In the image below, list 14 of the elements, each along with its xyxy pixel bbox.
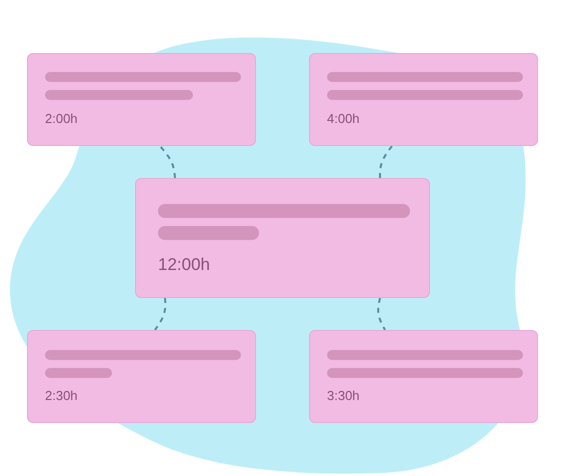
dashed-connector	[159, 145, 176, 178]
task-card	[135, 178, 430, 298]
duration-label: 2:30h	[45, 388, 78, 403]
duration-label: 4:00h	[327, 111, 360, 126]
dashed-connector	[154, 298, 166, 331]
task-card	[27, 53, 256, 146]
task-card	[27, 330, 256, 423]
task-card	[309, 53, 538, 146]
dashed-connector	[377, 298, 386, 330]
dashed-connector	[379, 145, 393, 178]
duration-label: 3:30h	[327, 388, 360, 403]
duration-label: 2:00h	[45, 111, 78, 126]
task-card	[309, 330, 538, 423]
duration-label: 12:00h	[158, 255, 210, 275]
